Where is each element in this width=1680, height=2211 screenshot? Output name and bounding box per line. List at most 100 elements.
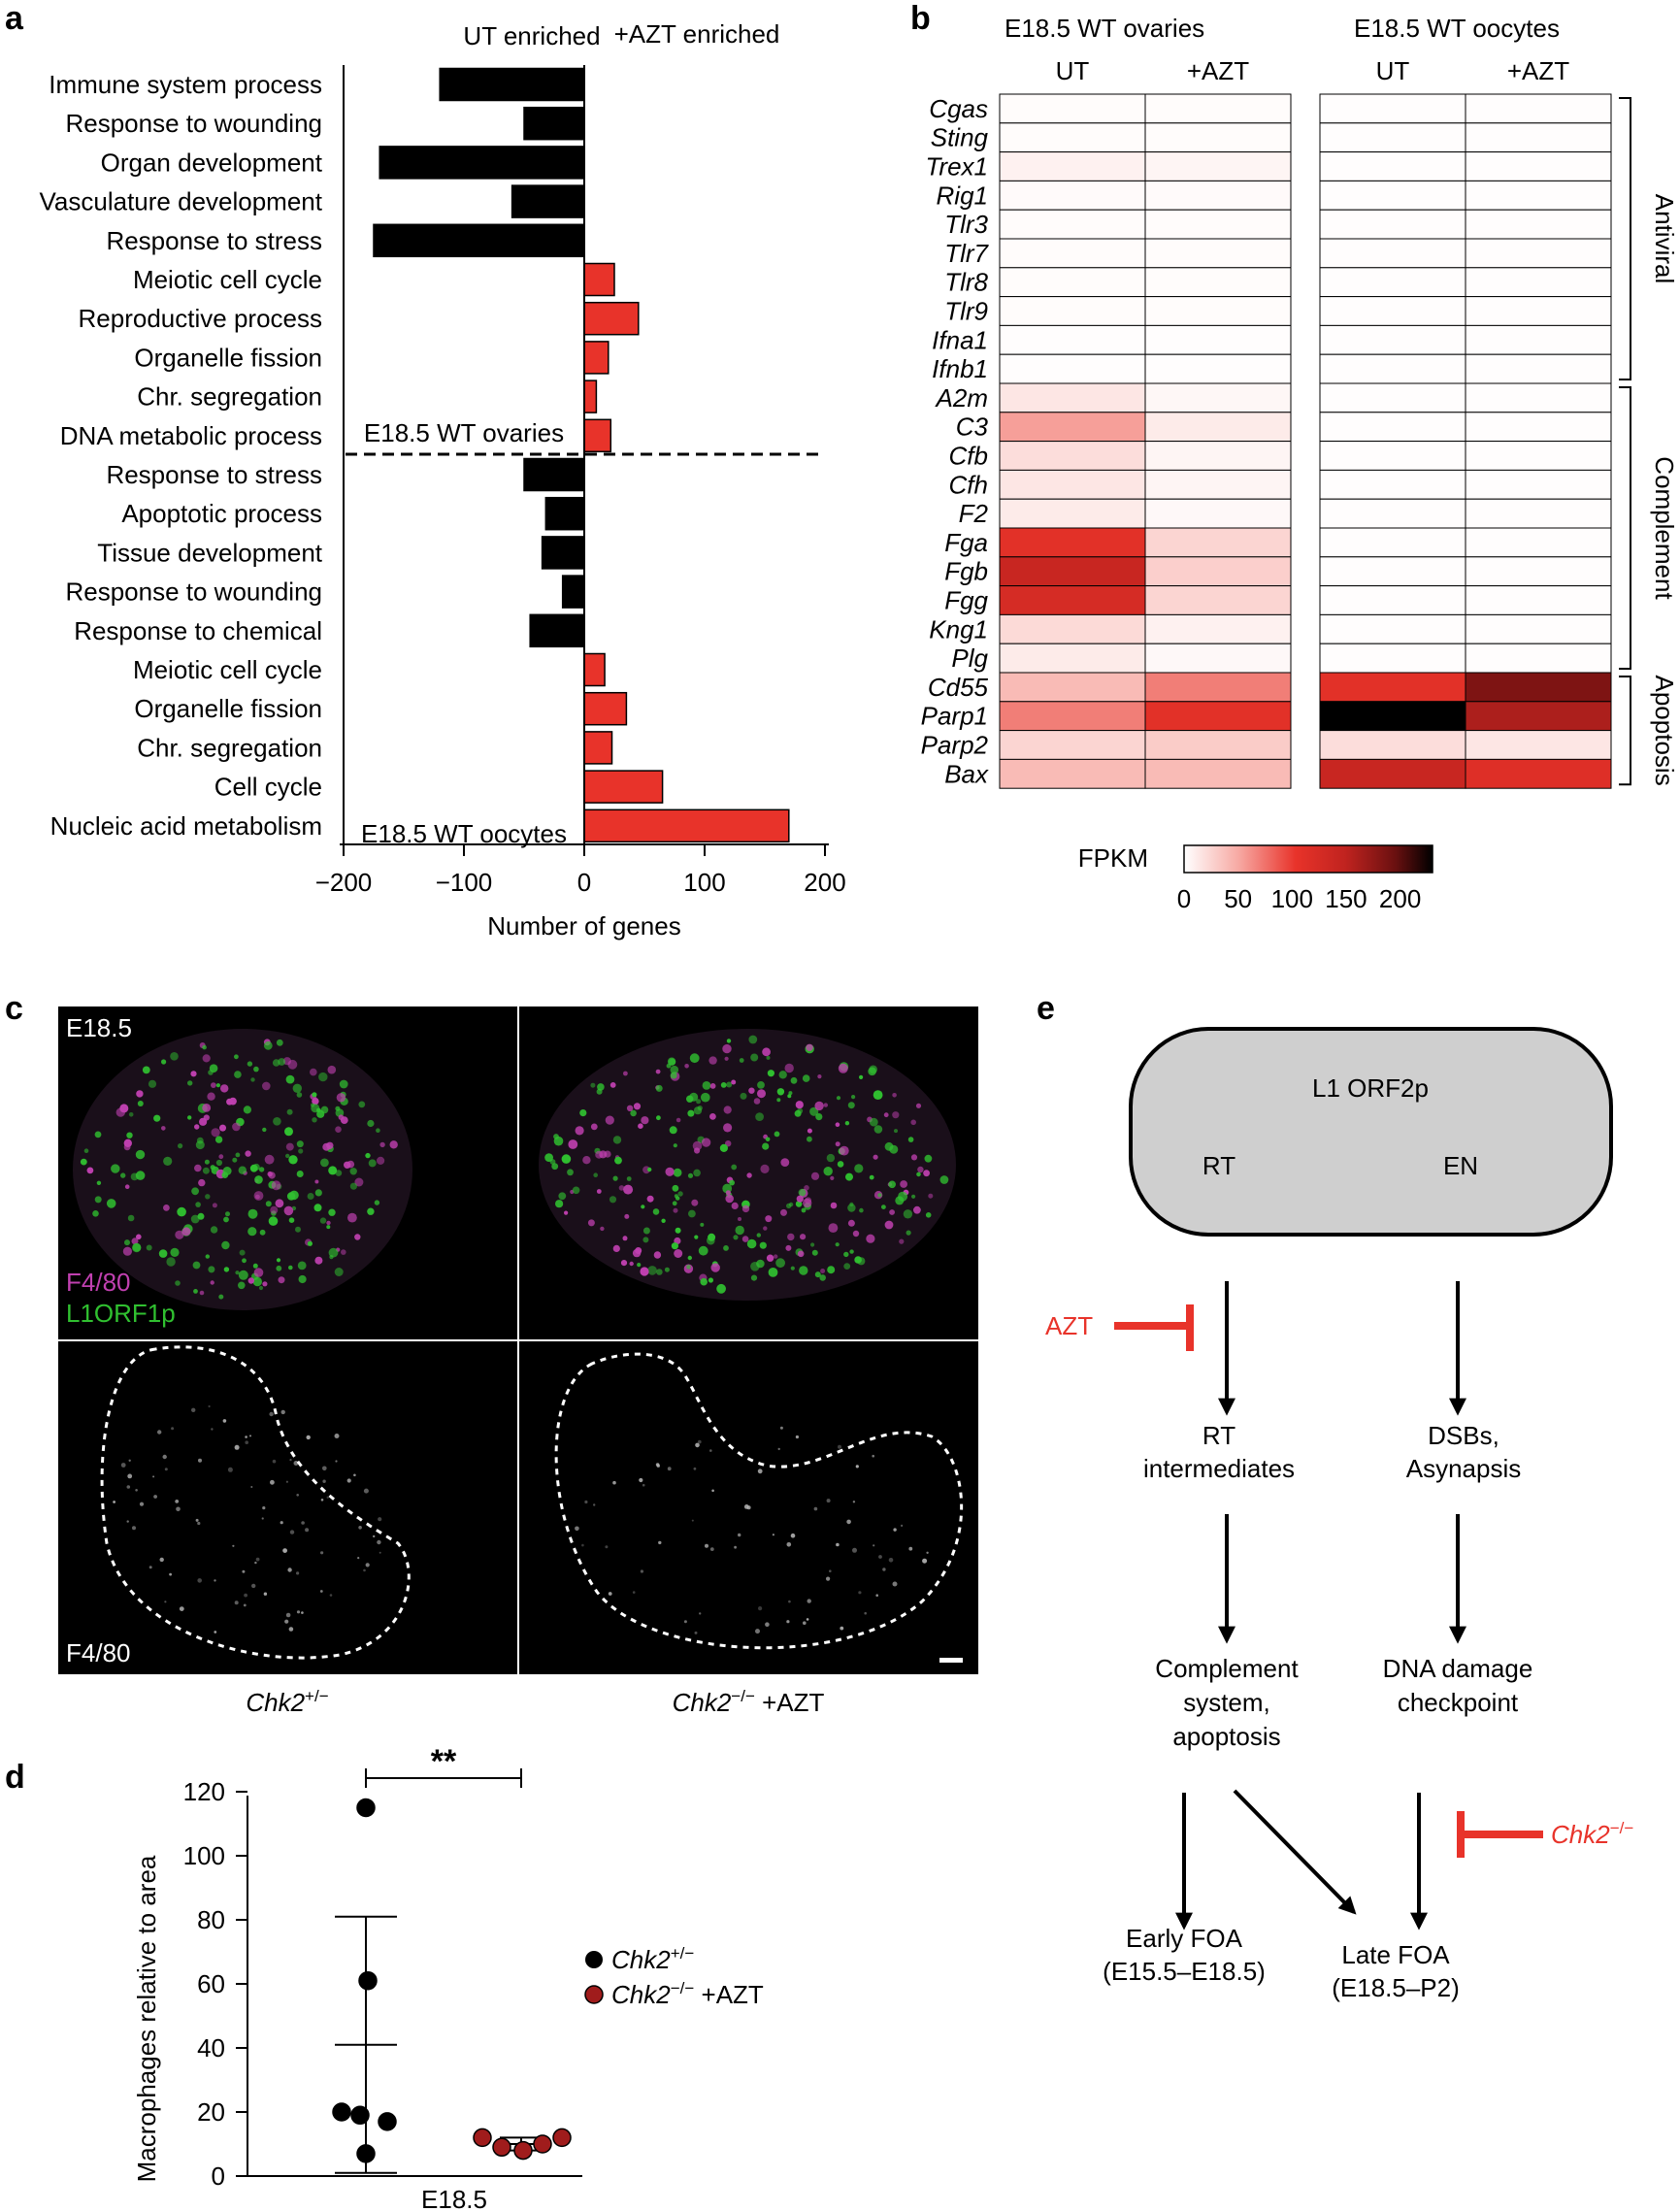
c-cell (223, 1267, 230, 1272)
d-x-axis-label: E18.5 (421, 2185, 487, 2211)
c-cell (389, 1140, 398, 1149)
a-bar (561, 575, 585, 609)
c-cell (561, 1154, 572, 1164)
c-speck (335, 1460, 338, 1463)
b-gene-label: Fga (944, 528, 988, 557)
a-category-label: Organ development (101, 148, 323, 177)
c-cell (726, 1081, 733, 1088)
c-cell (646, 1195, 654, 1203)
c-cell (820, 1269, 826, 1273)
c-cell (374, 1200, 380, 1205)
c-speck (234, 1444, 240, 1450)
c-speck (709, 1449, 712, 1452)
c-speck (289, 1459, 292, 1462)
c-speck (667, 1467, 672, 1471)
c-cell (215, 1159, 222, 1167)
b-category-label: Antiviral (1650, 194, 1679, 283)
c-cell (284, 1127, 293, 1137)
c-cell (253, 1066, 259, 1072)
a-category-label: Organelle fission (134, 343, 322, 372)
c-cell (181, 1227, 191, 1237)
a-bar (583, 808, 790, 843)
c-speck (698, 1439, 702, 1444)
b-gene-label: A2m (935, 383, 988, 412)
c-cell (738, 1217, 741, 1221)
c-cell (780, 1158, 790, 1167)
c-cell (595, 1150, 604, 1159)
c-cell (766, 1055, 771, 1060)
a-bar (583, 262, 615, 297)
c-speck (329, 1594, 333, 1597)
b-heatmap-cell (999, 585, 1146, 615)
c-cell (701, 1092, 710, 1103)
c-cell (221, 1240, 230, 1250)
c-cell (365, 1152, 371, 1159)
c-cell (605, 1115, 614, 1125)
b-gene-label: Cd55 (928, 673, 989, 702)
c-cell (788, 1091, 793, 1096)
c-cell (347, 1212, 357, 1223)
c-cell (262, 1081, 271, 1091)
c-cell (354, 1234, 361, 1240)
c-cell (252, 1263, 258, 1269)
c-cell (755, 1112, 764, 1121)
c-speck (709, 1547, 714, 1551)
c-cell (223, 1216, 229, 1223)
c-cell (686, 1265, 691, 1270)
c-speck (826, 1499, 831, 1503)
c-cell (640, 1267, 649, 1276)
c-cell (814, 1101, 824, 1111)
b-heatmap-cell (1319, 613, 1466, 644)
b-heatmap-cell (1144, 151, 1292, 182)
dsbs-2: Asynapsis (1406, 1454, 1522, 1483)
c-cell (270, 1205, 279, 1214)
c-cell (797, 1107, 804, 1114)
l1-orf2p-title: L1 ORF2p (1312, 1073, 1429, 1103)
c-cell (214, 1136, 223, 1143)
c-speck (365, 1563, 370, 1568)
c-cell (296, 1171, 304, 1177)
c-cell (558, 1192, 567, 1201)
c-cell (271, 1180, 281, 1191)
c-cell (247, 1208, 258, 1219)
c-cell (238, 1166, 247, 1174)
panel-letter-b: b (910, 0, 931, 37)
c-cell (785, 1244, 792, 1251)
c-cell (677, 1191, 683, 1197)
a-bar (439, 67, 585, 102)
a-x-tick-label: 100 (683, 868, 725, 897)
c-cell (265, 1201, 272, 1207)
c-cell (600, 1226, 605, 1232)
c-speck (807, 1599, 811, 1603)
c-cell (731, 1202, 739, 1209)
c-cell (320, 1158, 329, 1168)
a-category-label: Vasculature development (40, 187, 323, 216)
c-cell (288, 1265, 293, 1270)
c-speck (197, 1578, 202, 1583)
c-speck (128, 1459, 131, 1463)
c-cell (748, 1035, 758, 1044)
fpkm-colorbar (1183, 844, 1433, 874)
c-cell (939, 1175, 949, 1184)
c-cell (135, 1149, 146, 1160)
c-cell (339, 1079, 348, 1089)
b-gene-label: Ifna1 (932, 325, 988, 354)
c-speck (152, 1475, 155, 1478)
c-cell (197, 1212, 205, 1220)
c-cell (344, 1161, 351, 1170)
d-data-point (356, 2144, 376, 2163)
b-heatmap-cell (1319, 498, 1466, 529)
c-cell (924, 1154, 933, 1163)
c-speck (287, 1568, 292, 1572)
b-heatmap-cell (999, 701, 1146, 732)
c-cell (702, 1081, 711, 1090)
c-speck (846, 1519, 851, 1525)
c-speck (245, 1436, 247, 1438)
b-heatmap-cell (1319, 585, 1466, 615)
c-speck (334, 1434, 340, 1438)
c-cell (377, 1156, 385, 1165)
c-cell (641, 1116, 649, 1125)
c-cell (806, 1043, 813, 1052)
c-cell (753, 1098, 761, 1105)
c-cell (894, 1129, 898, 1134)
